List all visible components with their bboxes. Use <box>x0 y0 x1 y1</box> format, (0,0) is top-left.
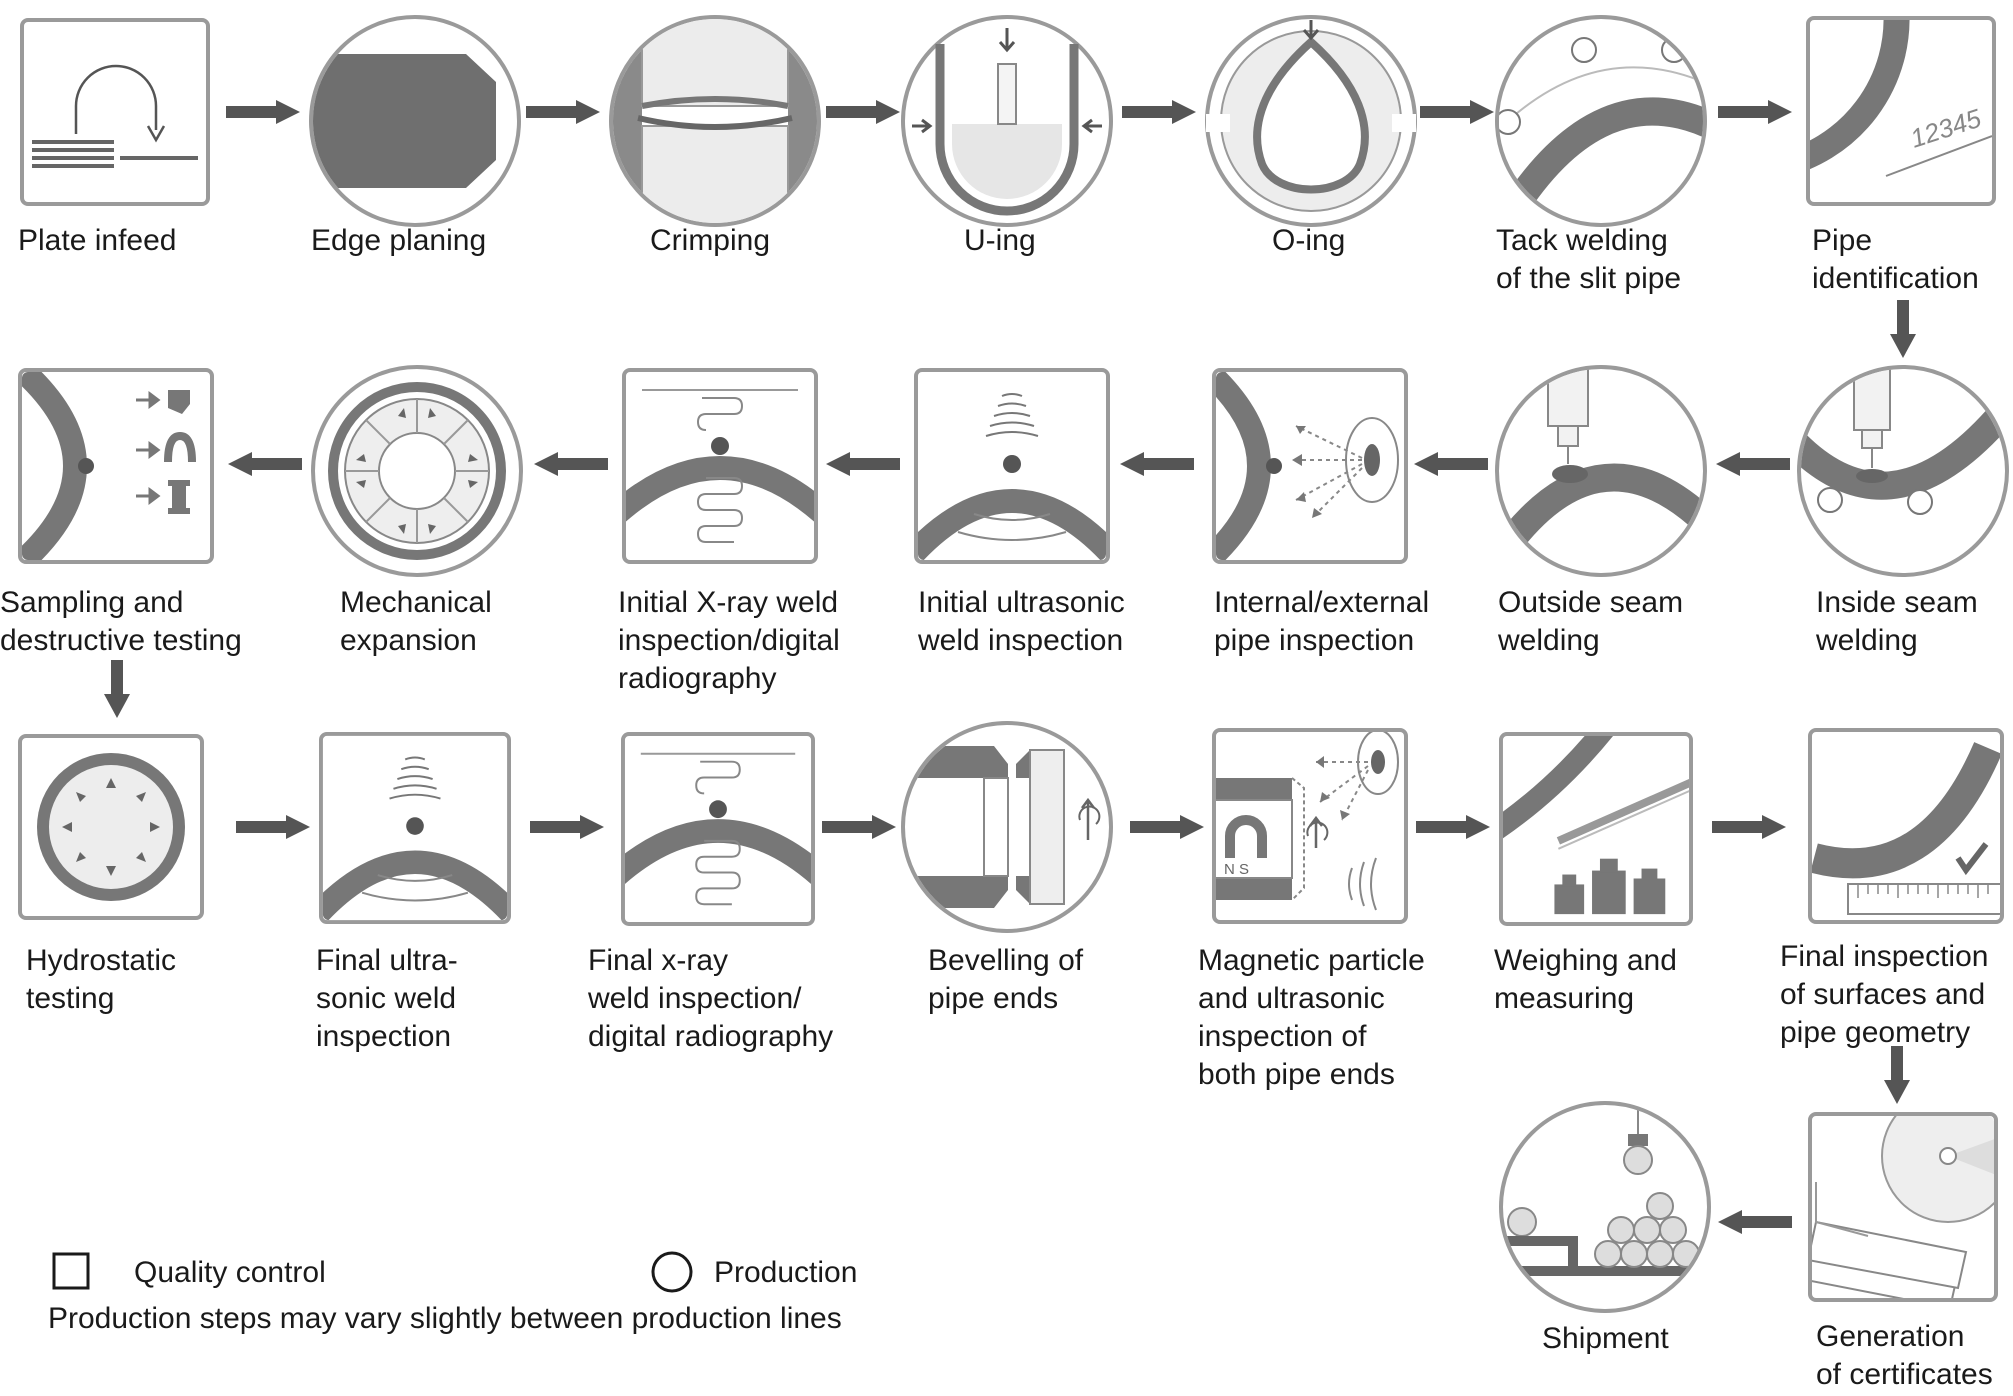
step-label: Shipment <box>1542 1322 1669 1355</box>
step-label: Edge planing <box>311 224 487 257</box>
step-label: O-ing <box>1272 224 1346 257</box>
flow-arrow <box>1718 1210 1792 1234</box>
legend-production: Production <box>714 1256 858 1289</box>
flow-arrow <box>534 452 608 476</box>
legend-quality-control: Quality control <box>134 1256 326 1289</box>
sampling-icon <box>18 368 214 564</box>
edge-planing-icon <box>308 14 522 228</box>
flow-arrow <box>1120 452 1194 476</box>
flow-arrow <box>1420 100 1494 124</box>
flow-arrow <box>1414 452 1488 476</box>
flow-arrow-down <box>104 660 130 718</box>
shipment-icon <box>1498 1100 1712 1314</box>
inside-seam-welding-icon <box>1796 364 2010 578</box>
flow-arrow <box>822 815 896 839</box>
flow-arrow-down <box>1884 1046 1910 1104</box>
mechanical-expansion-icon <box>310 364 524 578</box>
pipe-identification-icon: 12345 <box>1806 16 1996 206</box>
quality-control-square-icon <box>52 1252 90 1290</box>
flow-arrow <box>526 100 600 124</box>
u-ing-icon <box>900 14 1114 228</box>
ultrasonic-icon <box>318 732 512 924</box>
step-label: Crimping <box>650 224 771 257</box>
flow-arrow <box>1122 100 1196 124</box>
weighing-icon <box>1498 732 1694 926</box>
flow-arrow <box>228 452 302 476</box>
legend-note: Production steps may vary slightly betwe… <box>48 1302 842 1335</box>
flow-arrow <box>226 100 300 124</box>
magnet-poles-text: N S <box>1224 861 1249 878</box>
magnetic-particle-icon: N S <box>1212 728 1408 924</box>
flow-arrow <box>1416 815 1490 839</box>
outside-seam-welding-icon <box>1494 364 1708 578</box>
hydrostatic-icon <box>18 734 204 920</box>
step-label: U-ing <box>964 224 1036 257</box>
final-inspection-icon: 1 2 3 4 5 <box>1808 728 2004 924</box>
tack-welding-icon <box>1494 14 1708 228</box>
o-ing-icon <box>1204 14 1418 228</box>
flow-arrow <box>1130 815 1204 839</box>
certificates-icon <box>1808 1112 1998 1302</box>
flow-arrow <box>1716 452 1790 476</box>
flow-arrow <box>826 452 900 476</box>
flow-arrow <box>236 815 310 839</box>
plate-infeed-icon <box>20 18 210 206</box>
flow-arrow <box>826 100 900 124</box>
xray-icon <box>622 368 818 564</box>
production-circle-icon <box>650 1250 694 1294</box>
flow-arrow-down <box>1890 300 1916 358</box>
flow-arrow <box>1712 815 1786 839</box>
step-label: Plate infeed <box>18 224 177 257</box>
crimping-icon <box>608 14 822 228</box>
flow-arrow <box>1718 100 1792 124</box>
internal-external-inspection-icon <box>1212 368 1408 564</box>
flow-arrow <box>530 815 604 839</box>
xray-icon <box>620 732 816 926</box>
ultrasonic-icon <box>914 368 1110 564</box>
bevelling-icon <box>900 720 1114 934</box>
